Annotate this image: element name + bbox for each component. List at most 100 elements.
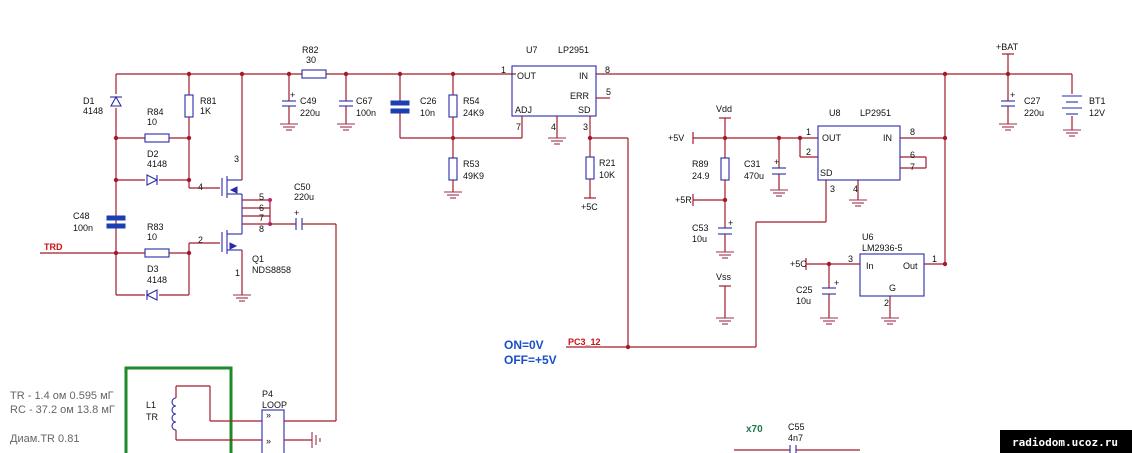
svg-text:D1: D1 bbox=[83, 96, 95, 106]
net-bat: +BAT bbox=[996, 42, 1019, 52]
svg-text:C49: C49 bbox=[300, 96, 317, 106]
note-rc: RC - 37.2 ом 13.8 мГ bbox=[10, 404, 115, 416]
svg-text:49K9: 49K9 bbox=[463, 171, 484, 181]
svg-text:C67: C67 bbox=[356, 96, 373, 106]
regulator-u8[interactable]: U8 LP2951 OUT IN SD 1 2 8 6 7 3 4 bbox=[806, 108, 915, 194]
svg-text:L1: L1 bbox=[146, 400, 156, 410]
ground-symbol bbox=[716, 317, 734, 325]
svg-text:C48: C48 bbox=[73, 211, 90, 221]
net-vss: Vss bbox=[716, 272, 732, 282]
capacitor-c53[interactable]: + C53 10u bbox=[692, 218, 733, 244]
svg-text:BT1: BT1 bbox=[1089, 96, 1106, 106]
svg-text:7: 7 bbox=[516, 122, 521, 132]
svg-text:IN: IN bbox=[579, 71, 588, 81]
svg-text:D3: D3 bbox=[147, 264, 159, 274]
svg-text:220u: 220u bbox=[300, 108, 320, 118]
svg-text:+: + bbox=[294, 208, 299, 218]
svg-text:+: + bbox=[834, 278, 839, 288]
ground-symbol bbox=[548, 137, 566, 145]
svg-text:P4: P4 bbox=[262, 389, 273, 399]
capacitor-c48[interactable]: C48 100n bbox=[73, 211, 126, 233]
svg-text:OUT: OUT bbox=[517, 71, 537, 81]
svg-text:+: + bbox=[290, 90, 295, 100]
svg-text:220u: 220u bbox=[294, 192, 314, 202]
capacitor-c49[interactable]: C49 220u + bbox=[282, 74, 320, 124]
resistor-r83[interactable]: R83 10 bbox=[144, 222, 170, 258]
net-trd: TRD bbox=[44, 242, 63, 252]
svg-text:+: + bbox=[728, 218, 733, 228]
svg-text:12V: 12V bbox=[1089, 108, 1105, 118]
note-on: ON=0V bbox=[504, 338, 544, 352]
svg-text:3: 3 bbox=[830, 184, 835, 194]
resistor-r21[interactable]: R21 10K +5C bbox=[581, 156, 616, 212]
svg-text:+: + bbox=[774, 157, 779, 167]
ground-symbol bbox=[280, 123, 298, 131]
resistor-r53[interactable]: R53 49K9 bbox=[448, 157, 484, 192]
svg-text:24K9: 24K9 bbox=[463, 108, 484, 118]
capacitor-c50[interactable]: C50 220u + bbox=[270, 182, 337, 421]
inductor-l1[interactable]: L1 TR bbox=[146, 385, 262, 441]
svg-text:+: + bbox=[1010, 90, 1015, 100]
diode-d2[interactable]: D2 4148 bbox=[146, 149, 167, 186]
svg-text:4148: 4148 bbox=[147, 159, 167, 169]
bat-net-label: +BAT bbox=[996, 42, 1019, 55]
ground-symbol bbox=[770, 189, 788, 197]
svg-text:2: 2 bbox=[806, 147, 811, 157]
resistor-r54[interactable]: R54 24K9 bbox=[448, 74, 484, 158]
svg-text:10: 10 bbox=[147, 117, 157, 127]
capacitor-c55[interactable]: C55 4n7 bbox=[734, 422, 860, 453]
capacitor-c67[interactable]: C67 100n bbox=[339, 74, 376, 124]
diode-d1[interactable]: D1 4148 bbox=[83, 95, 122, 116]
svg-text:C55: C55 bbox=[788, 422, 805, 432]
watermark-banner: radiodom.ucoz.ru bbox=[1000, 430, 1132, 453]
svg-text:10n: 10n bbox=[420, 108, 435, 118]
svg-text:2: 2 bbox=[884, 298, 889, 308]
resistor-r81[interactable]: R81 1K bbox=[184, 94, 217, 118]
ground-symbol bbox=[444, 191, 462, 199]
svg-text:NDS8858: NDS8858 bbox=[252, 265, 291, 275]
svg-text:D2: D2 bbox=[147, 149, 159, 159]
svg-text:10: 10 bbox=[147, 232, 157, 242]
diode-d3[interactable]: D3 4148 bbox=[145, 264, 167, 301]
svg-text:C27: C27 bbox=[1024, 96, 1041, 106]
u6-wires bbox=[805, 258, 945, 318]
watermark-text: radiodom.ucoz.ru bbox=[1012, 436, 1118, 449]
svg-text:8: 8 bbox=[259, 224, 264, 234]
svg-text:»: » bbox=[266, 436, 271, 446]
note-diam: Диам.TR 0.81 bbox=[10, 433, 79, 445]
capacitor-c25[interactable]: + C25 10u bbox=[796, 278, 839, 306]
svg-text:2: 2 bbox=[198, 235, 203, 245]
net-5r: +5R bbox=[675, 195, 692, 205]
ground-symbol bbox=[881, 317, 899, 325]
ground-symbol bbox=[233, 294, 251, 302]
capacitor-c27[interactable]: + C27 220u bbox=[1001, 74, 1044, 124]
svg-text:100n: 100n bbox=[73, 223, 93, 233]
capacitor-c26[interactable]: C26 10n bbox=[390, 74, 522, 139]
svg-text:R84: R84 bbox=[147, 107, 164, 117]
capacitor-c31[interactable]: + C31 470u bbox=[744, 157, 786, 181]
mosfet-q1[interactable]: 3 4 5 6 7 8 2 1 Q1 NDS8858 bbox=[198, 74, 291, 295]
svg-text:10u: 10u bbox=[692, 234, 707, 244]
regulator-u6[interactable]: U6 LM2936-5 In Out G 3 1 2 bbox=[848, 232, 937, 308]
svg-text:1: 1 bbox=[501, 65, 506, 75]
connector-p4[interactable]: » » P4 LOOP bbox=[261, 389, 336, 453]
net-5v-a: +5V bbox=[668, 133, 684, 143]
resistor-r82[interactable]: R82 30 bbox=[301, 45, 327, 79]
svg-text:5: 5 bbox=[606, 87, 611, 97]
u8-wires bbox=[692, 74, 946, 318]
battery-bt1[interactable]: BT1 12V bbox=[1062, 95, 1106, 118]
svg-text:Q1: Q1 bbox=[252, 254, 264, 264]
svg-text:C50: C50 bbox=[294, 182, 311, 192]
svg-text:LP2951: LP2951 bbox=[860, 108, 891, 118]
ground-symbol bbox=[716, 251, 734, 259]
svg-text:LP2951: LP2951 bbox=[558, 45, 589, 55]
regulator-u7[interactable]: U7 LP2951 OUT IN ERR ADJ SD 1 8 5 7 4 3 bbox=[501, 45, 611, 132]
svg-text:R81: R81 bbox=[200, 96, 217, 106]
svg-text:4: 4 bbox=[853, 184, 858, 194]
svg-text:220u: 220u bbox=[1024, 108, 1044, 118]
svg-text:1: 1 bbox=[806, 127, 811, 137]
resistor-r84[interactable]: R84 10 bbox=[144, 107, 170, 143]
note-tr: TR - 1.4 ом 0.595 мГ bbox=[10, 390, 114, 402]
resistor-r89[interactable]: R89 24.9 bbox=[692, 157, 730, 181]
svg-text:U6: U6 bbox=[862, 232, 874, 242]
